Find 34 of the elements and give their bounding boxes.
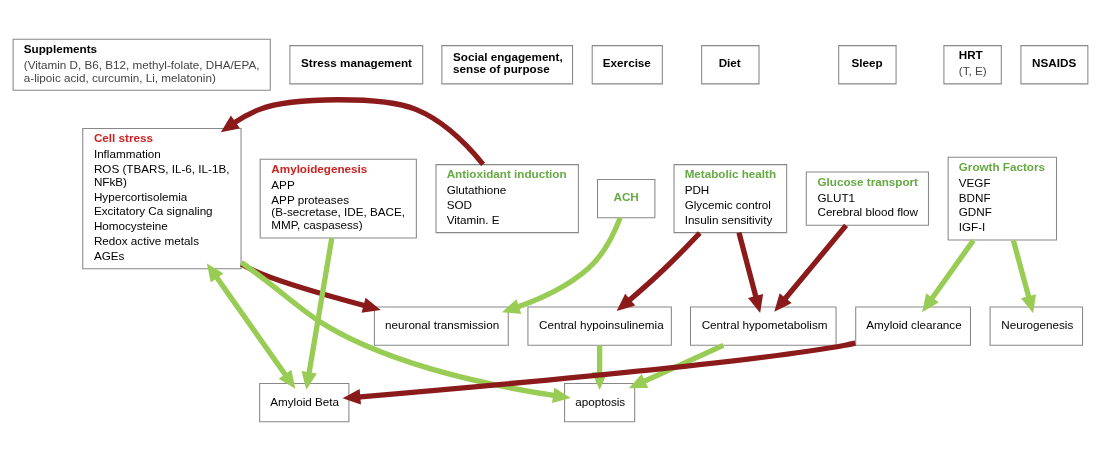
node-box: HRT (T, E): [943, 45, 1002, 85]
node-box: Exercise: [591, 45, 663, 85]
node-box: Social engagement, sense of purpose: [441, 45, 574, 85]
arrow: [774, 223, 849, 312]
node-box: NSAIDS: [1020, 45, 1089, 85]
node-box: Amyloid Beta: [259, 382, 350, 423]
arrow: [342, 340, 856, 405]
node-box: Amyloidegenesis APP APP proteases (B-secretase, IDE, BACE, MMP, caspasess): [259, 158, 417, 239]
arrow: [736, 231, 764, 314]
node-box: Amyloid clearance: [855, 306, 971, 346]
node-box: Sleep: [838, 45, 897, 85]
node-box: Neurogenesis: [989, 306, 1084, 346]
node-box: Supplements (Vitamin D, B6, B12, methyl-folate, DHA/EPA, a-lipoic acid, curcumin, Li, melatonin): [12, 38, 271, 91]
node-box: neuronal transmission: [373, 306, 509, 346]
arrow: [1010, 239, 1036, 314]
arrow: [220, 97, 486, 167]
node-box: Metabolic health PDH Glycemic control Insulin sensitivity: [673, 164, 788, 234]
node-box: Growth Factors VEGF BDNF GDNF IGF-I: [947, 156, 1058, 241]
node-box: Cell stress Inflammation ROS (TBARS, IL-6, IL-1B, NFkB) Hypercortisolemia Excitatory Ca signaling Homocysteine Redox active metals AGEs: [82, 127, 242, 270]
arrow: [301, 237, 335, 390]
arrow: [922, 238, 976, 313]
node-box: ACH: [597, 178, 656, 219]
arrow: [628, 342, 725, 389]
arrow: [502, 216, 623, 314]
node-box: Central hypoinsulinemia: [527, 306, 672, 346]
node-box: Diet: [701, 45, 760, 85]
node-box: apoptosis: [564, 382, 636, 423]
arrow: [206, 263, 296, 389]
arrow: [616, 231, 702, 312]
node-box: Glucose transport GLUT1 Cerebral blood flow: [805, 171, 929, 226]
node-box: Stress management: [289, 45, 424, 85]
node-box: Central hypometabolism: [689, 306, 837, 346]
node-box: Antioxidant induction Glutathione SOD Vitamin. E: [435, 164, 579, 234]
arrow: [239, 260, 571, 404]
